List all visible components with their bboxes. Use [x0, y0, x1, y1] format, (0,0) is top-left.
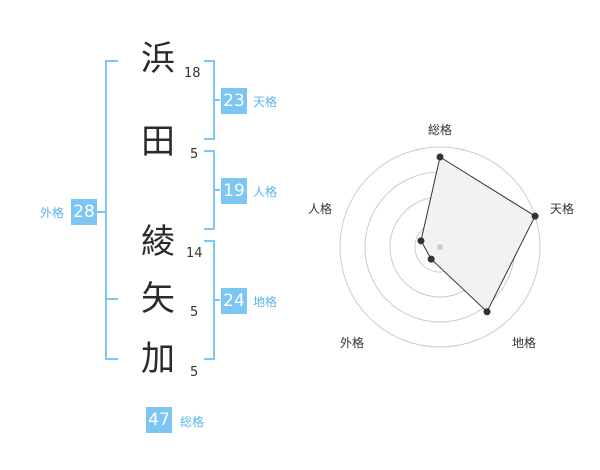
soukaku-label: 総格	[180, 415, 205, 429]
chikaku-label: 地格	[253, 295, 278, 309]
stroke-count-2: 5	[190, 147, 199, 162]
axis-label-soukaku: 総格	[428, 122, 452, 137]
gaikaku-value: 28	[71, 199, 97, 225]
name-char-3: 綾	[141, 222, 175, 262]
tenkaku-value: 23	[221, 88, 247, 114]
stroke-count-5: 5	[190, 365, 199, 380]
soukaku-value: 47	[146, 407, 172, 433]
radar-point	[531, 212, 539, 220]
gaikaku-label: 外格	[40, 206, 65, 220]
tenkaku-label: 天格	[253, 95, 278, 109]
name-char-5: 加	[141, 339, 175, 379]
axis-label-tenkaku: 天格	[550, 201, 574, 216]
radar-point	[436, 153, 444, 161]
radar-point	[483, 308, 491, 316]
name-char-4: 矢	[141, 279, 175, 319]
radar-area	[420, 156, 536, 313]
stroke-count-1: 18	[184, 66, 201, 81]
stroke-count-3: 14	[186, 246, 203, 261]
radar-point	[417, 237, 425, 245]
axis-label-jinkaku: 人格	[308, 201, 332, 216]
radar-chart: 総格 天格 地格 外格 人格	[308, 122, 574, 350]
radar-points	[417, 153, 539, 316]
radar-ring	[339, 146, 541, 348]
stroke-count-4: 5	[190, 305, 199, 320]
radar-center-dot	[437, 244, 443, 250]
axis-label-chikaku: 地格	[512, 335, 536, 350]
jinkaku-label: 人格	[253, 185, 278, 199]
axis-label-gaikaku: 外格	[340, 335, 364, 350]
name-char-2: 田	[141, 122, 175, 162]
chikaku-value: 24	[221, 288, 247, 314]
radar-point	[427, 255, 435, 263]
jinkaku-value: 19	[221, 178, 247, 204]
name-char-1: 浜	[141, 39, 175, 79]
bracket-lines	[96, 60, 220, 360]
